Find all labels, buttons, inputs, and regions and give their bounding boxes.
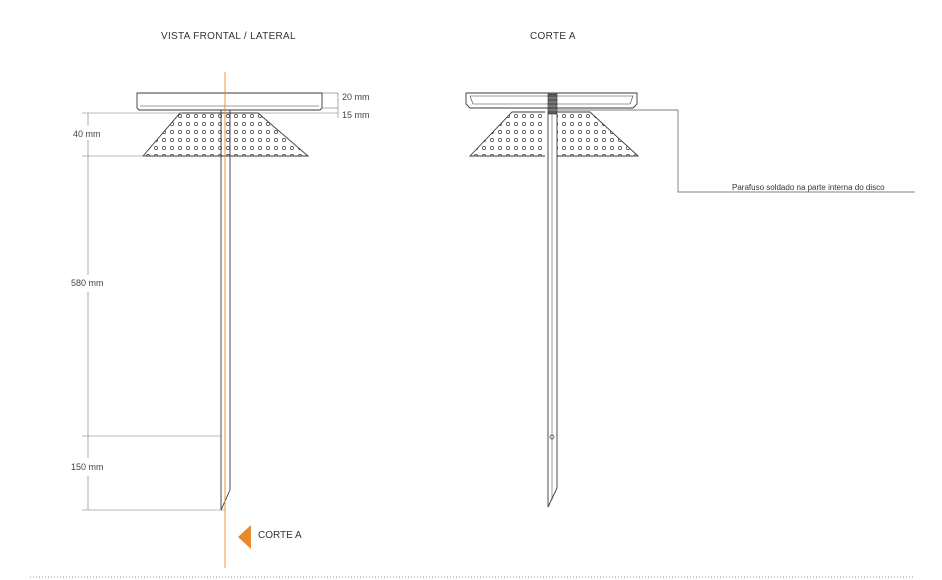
front-cone [142,112,310,157]
front-disc [136,92,323,111]
section-shaft [547,114,558,508]
section-note: Parafuso soldado na parte interna do dis… [732,183,885,192]
section-view [465,92,915,508]
section-view-title: CORTE A [530,31,576,42]
front-view [82,72,339,568]
front-top-dimensions [258,92,339,118]
section-disc-inner [469,95,634,105]
front-shaft [220,110,231,511]
section-cone [468,111,640,157]
front-left-dimensions [82,112,225,511]
dim-shaft-length-label: 580 mm [71,278,104,288]
section-bolt [547,93,558,115]
orange-triangle-left-icon [238,525,251,549]
front-view-title: VISTA FRONTAL / LATERAL [161,31,296,42]
dim-tip-length-label: 150 mm [71,462,104,472]
section-note-leader [557,109,915,193]
dim-cone-height-label: 40 mm [73,129,101,139]
dim-gap-label: 15 mm [342,110,370,120]
section-marker-label: CORTE A [258,530,302,541]
dim-disc-height-label: 20 mm [342,92,370,102]
